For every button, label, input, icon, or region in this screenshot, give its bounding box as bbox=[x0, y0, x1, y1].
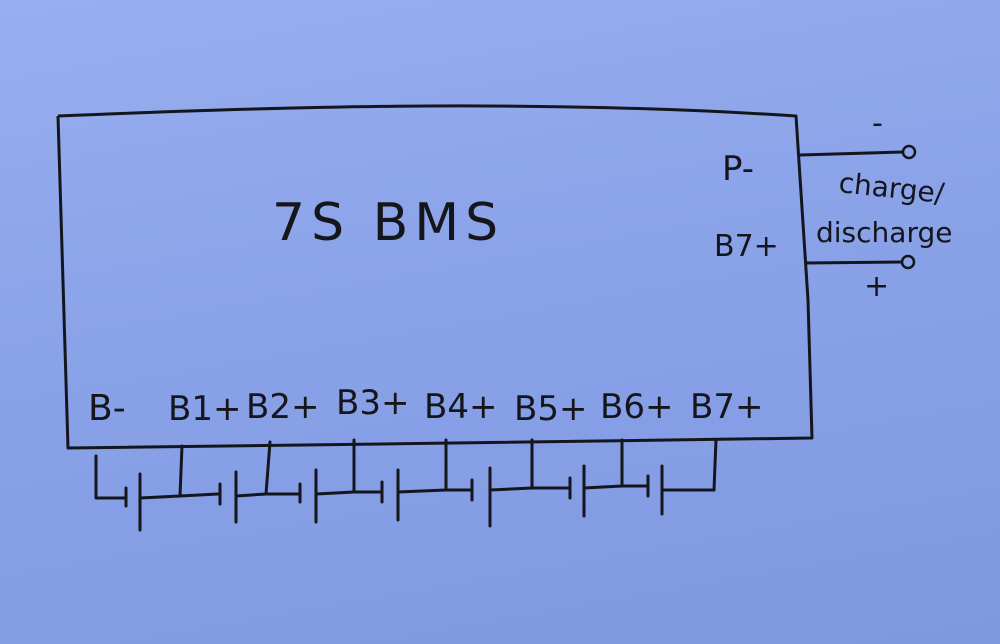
tap-b2 bbox=[264, 440, 272, 496]
terminal-label-b2-plus: B2+ bbox=[246, 387, 319, 427]
terminal-label-b7-plus-bottom: B7+ bbox=[690, 387, 763, 427]
battery-cell-chain bbox=[94, 438, 718, 532]
wire-cell1-to-b1 bbox=[138, 494, 182, 500]
tap-b7 bbox=[712, 438, 718, 492]
terminal-label-b4-plus: B4+ bbox=[424, 387, 497, 427]
terminal-label-p-minus: P- bbox=[722, 149, 754, 189]
discharge-label: discharge bbox=[816, 216, 952, 249]
wire-cell3-to-b3 bbox=[314, 490, 356, 496]
terminal-label-b5-plus: B5+ bbox=[514, 389, 587, 429]
bms-box-outline bbox=[56, 104, 814, 450]
bms-title: 7S BMS bbox=[272, 193, 504, 253]
polarity-minus: - bbox=[872, 106, 883, 141]
wire-cell6-to-b6 bbox=[582, 484, 624, 490]
wire-b1-to-cell2 bbox=[178, 492, 220, 498]
terminal-label-b-minus: B- bbox=[88, 388, 126, 429]
output-wire-negative bbox=[799, 150, 905, 157]
charge-label: charge/ bbox=[837, 166, 946, 210]
wire-cell5-to-b5 bbox=[488, 486, 534, 492]
wire-cell2-to-b2 bbox=[234, 492, 268, 498]
wire-b-minus bbox=[94, 454, 126, 500]
tap-b1 bbox=[178, 444, 184, 498]
wire-cell4-to-b4 bbox=[396, 488, 448, 494]
terminal-label-b6-plus: B6+ bbox=[600, 387, 673, 427]
output-terminal-negative bbox=[901, 144, 917, 160]
output-wire-positive bbox=[805, 260, 904, 265]
polarity-plus: + bbox=[864, 269, 889, 304]
output-terminal-positive bbox=[900, 254, 916, 270]
terminal-label-b3-plus: B3+ bbox=[336, 383, 409, 423]
terminal-label-b7-plus-right: B7+ bbox=[714, 229, 779, 264]
terminal-label-b1-plus: B1+ bbox=[168, 389, 241, 429]
